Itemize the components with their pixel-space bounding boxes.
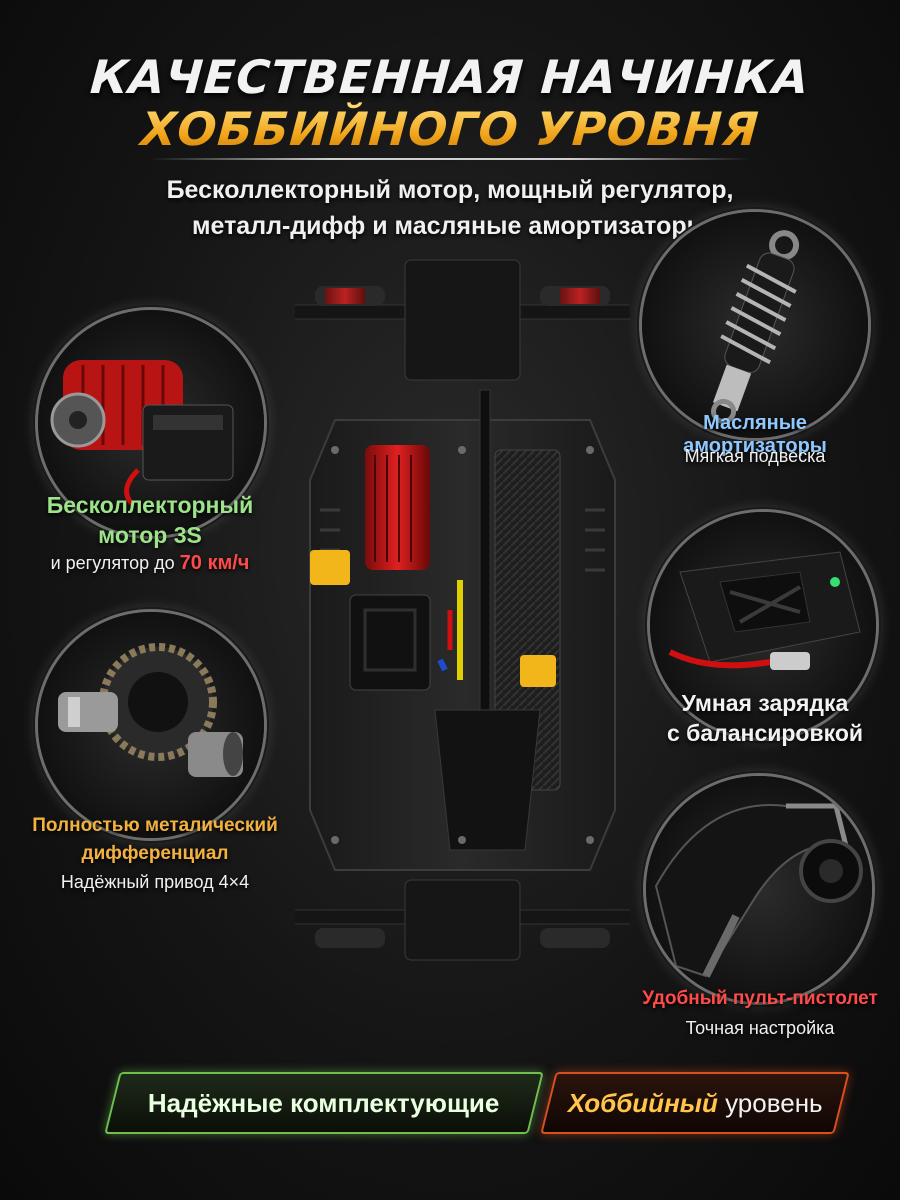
motor-title-line-1: Бесколлекторный — [46, 492, 254, 518]
subtitle: Бесколлекторный мотор, мощный регулятор,… — [0, 172, 900, 244]
remote-title: Удобный пульт-пистолет — [642, 988, 878, 1009]
pistol-remote-image — [654, 803, 863, 978]
hobby-level-rest: уровень — [717, 1087, 823, 1118]
shocks-circle — [642, 212, 868, 438]
motor-title-line-2: мотор 3S — [98, 522, 202, 548]
hobby-level-accent: Хоббийный — [567, 1087, 718, 1118]
hobby-level-badge: Хоббийный уровень — [540, 1072, 850, 1134]
title-line-1: КАЧЕСТВЕННАЯ НАЧИНКА — [88, 50, 812, 104]
smart-charger-image — [668, 551, 861, 670]
charger-title-line-2: с балансировкой — [666, 720, 864, 746]
reliable-parts-label: Надёжные комплектующие — [148, 1087, 500, 1118]
title-line-2: ХОББИЙНОГО УРОВНЯ — [0, 102, 900, 156]
remote-circle — [646, 776, 872, 1002]
differential-subtitle: Надёжный привод 4×4 — [60, 872, 250, 892]
motor-speed: 70 км/ч — [179, 552, 250, 574]
shocks-subtitle: Мягкая подвеска — [684, 446, 826, 466]
charger-circle — [650, 512, 876, 738]
differential-title: Полностью металический дифференциал — [20, 812, 290, 868]
differential-circle — [38, 612, 264, 838]
hobby-level-label: Хоббийный уровень — [568, 1088, 823, 1119]
subtitle-line-1: Бесколлекторный мотор, мощный регулятор, — [166, 176, 734, 204]
motor-circle — [38, 310, 264, 536]
remote-subtitle: Точная настройка — [685, 1018, 835, 1038]
chassis-image — [295, 259, 630, 961]
charger-title: Умная зарядка с балансировкой — [640, 688, 890, 748]
title-divider — [150, 158, 750, 160]
motor-title: Бесколлекторный мотор 3S — [30, 490, 270, 550]
differential-title-line-1: Полностью металический — [32, 815, 278, 836]
subtitle-line-2: металл-дифф и масляные амортизаторы — [192, 212, 708, 240]
motor-subtitle-prefix: и регулятор до — [50, 553, 180, 573]
oil-shock-image — [711, 230, 800, 424]
differential-image — [58, 643, 243, 777]
reliable-parts-badge: Надёжные комплектующие — [104, 1072, 544, 1134]
charger-title-line-1: Умная зарядка — [681, 690, 849, 716]
motor-subtitle: и регулятор до 70 км/ч — [30, 552, 270, 575]
shocks-title: Масляные амортизаторы — [683, 412, 827, 457]
differential-title-line-2: дифференциал — [81, 843, 229, 864]
brushless-motor-image — [50, 360, 234, 507]
